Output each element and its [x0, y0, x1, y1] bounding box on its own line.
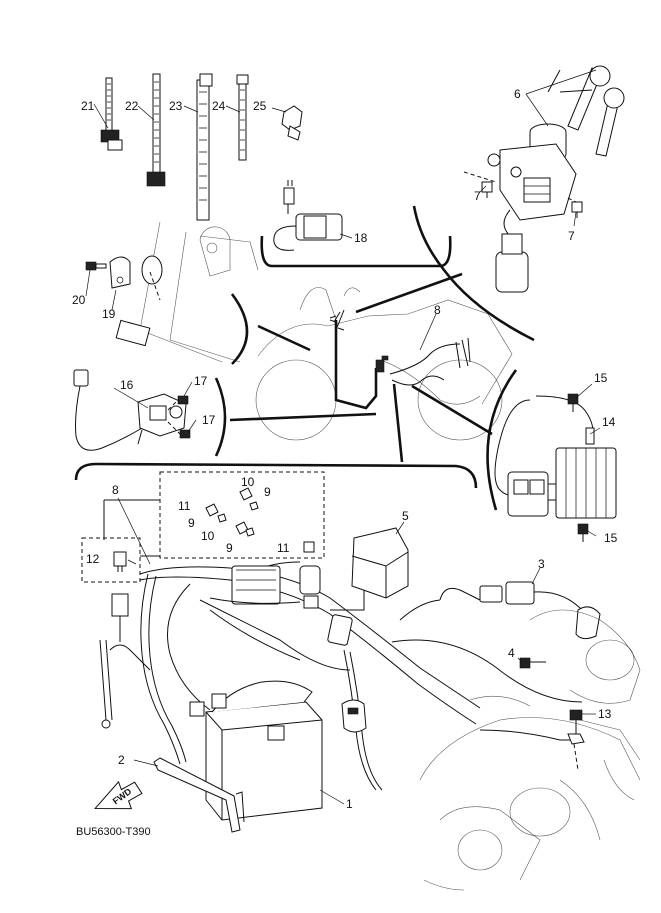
- callout-6: 6: [514, 87, 521, 101]
- callout-13: 13: [598, 707, 612, 721]
- bolt-4: [519, 657, 546, 669]
- callout-11-lower: 11: [277, 541, 290, 555]
- callout-5: 5: [402, 509, 409, 523]
- cable-ties-group: [100, 73, 303, 221]
- wire-harness-group: [99, 561, 601, 791]
- cable-tie-22: [146, 73, 166, 187]
- callout-10-upper: 10: [241, 475, 255, 489]
- cable-tie-24: [236, 74, 249, 161]
- callout-2: 2: [118, 753, 125, 767]
- callout-9-a: 9: [264, 485, 271, 499]
- fuse-clip-9-a: [249, 501, 259, 511]
- clip-25: [281, 105, 303, 141]
- callout-25: 25: [253, 99, 267, 113]
- frame-bracket-area: [85, 221, 259, 363]
- fuse-clip-10-upper: [239, 487, 253, 501]
- callout-9-b: 9: [188, 516, 195, 530]
- fuse-clip-10-lower: [235, 521, 249, 535]
- fwd-arrow: FWD: [94, 780, 143, 810]
- battery-cover-5: [351, 527, 409, 599]
- callout-12: 12: [86, 552, 100, 566]
- callout-21: 21: [81, 99, 95, 113]
- cable-tie-21: [100, 77, 123, 151]
- heavy-leader-lines: [229, 272, 493, 463]
- callout-3: 3: [538, 557, 545, 571]
- fuse-12: [113, 551, 127, 572]
- fuse-11-lower: [303, 541, 315, 553]
- callout-11-upper: 11: [178, 499, 191, 513]
- callout-8-upper: 8: [434, 303, 441, 317]
- callout-4: 4: [508, 646, 515, 660]
- callout-24: 24: [212, 99, 226, 113]
- callout-1: 1: [346, 797, 353, 811]
- callout-17-upper: 17: [194, 374, 208, 388]
- callout-19: 19: [102, 307, 116, 321]
- cable-tie-23: [196, 73, 213, 221]
- connector-cap: [341, 699, 367, 733]
- callout-7-left: 7: [474, 189, 481, 203]
- engine-starter-group: [419, 609, 641, 891]
- fuse-clip-11-upper: [205, 503, 219, 517]
- main-switch-group: [463, 65, 625, 293]
- callout-15-lower: 15: [604, 531, 618, 545]
- vehicle-silhouette: [255, 287, 513, 441]
- callout-23: 23: [169, 99, 183, 113]
- callout-20: 20: [72, 293, 86, 307]
- bolt-15-upper: [567, 393, 579, 412]
- callout-22: 22: [125, 99, 139, 113]
- battery-group: [153, 527, 409, 833]
- callout-8-lower: 8: [112, 483, 119, 497]
- starter-relay-group: [73, 369, 191, 451]
- bracket-arcs: [74, 205, 535, 511]
- callout-16: 16: [120, 378, 134, 392]
- bolt-17-upper: [177, 395, 189, 405]
- callout-7-right: 7: [568, 229, 575, 243]
- callout-15-upper: 15: [594, 371, 608, 385]
- bolt-15-lower: [577, 523, 589, 542]
- callout-9-c: 9: [226, 541, 233, 555]
- bracket-19: [109, 256, 131, 289]
- relay-18-group: [273, 180, 343, 251]
- bolt-13: [569, 709, 583, 734]
- bolt-20: [85, 261, 107, 271]
- screw-7-right: [571, 201, 583, 218]
- diagram-code: BU56300-T390: [76, 826, 151, 838]
- callout-leaders: [85, 69, 601, 805]
- fuse-boxes: [81, 471, 325, 583]
- rectifier-regulator-group: [494, 393, 617, 542]
- callout-labels: 21 22 23 24 25 6 7 7 18 20 19 8 16 17 17…: [72, 87, 618, 811]
- callout-17-lower: 17: [202, 413, 216, 427]
- callout-18: 18: [354, 231, 368, 245]
- callout-14: 14: [602, 415, 616, 429]
- callout-10-lower: 10: [201, 529, 215, 543]
- key-set: [567, 65, 625, 157]
- fuse-clip-9-c: [245, 527, 255, 537]
- fuse-clip-9-b: [217, 513, 227, 523]
- screw-7-left: [481, 181, 493, 198]
